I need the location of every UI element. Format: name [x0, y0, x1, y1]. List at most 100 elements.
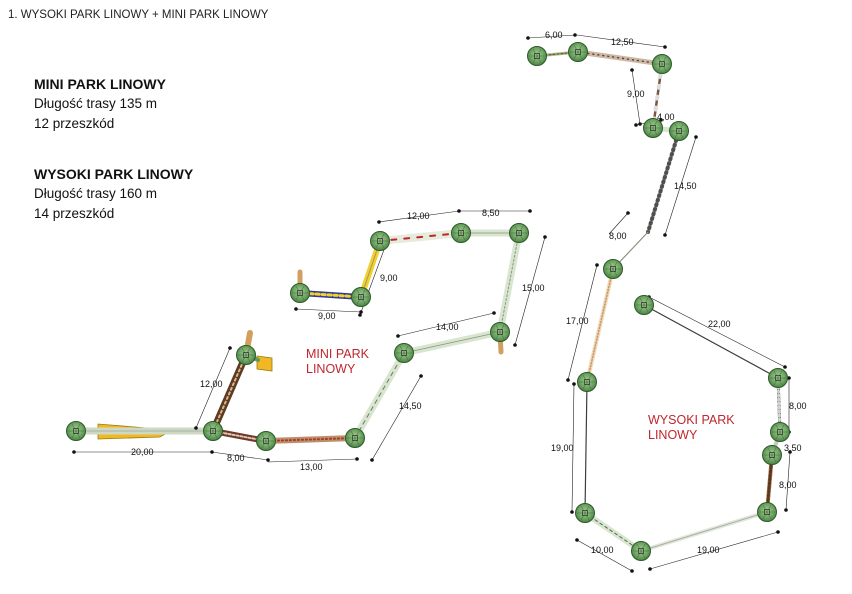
- tree-icon: [603, 259, 623, 279]
- page-title: 1. WYSOKI PARK LINOWY + MINI PARK LINOWY: [8, 9, 269, 21]
- dimension-dot: [359, 310, 363, 314]
- tree-icon: [509, 223, 529, 243]
- dim-17: 17,00: [566, 316, 589, 326]
- dimension-dot: [370, 458, 374, 462]
- dimension-dot: [266, 458, 270, 462]
- dim-20: 20,00: [131, 447, 154, 457]
- wysoki-park-label-line1: WYSOKI PARK: [648, 413, 735, 427]
- tree-icon: [768, 368, 788, 388]
- dimension-dot: [572, 382, 576, 386]
- tree-icon: [370, 231, 390, 251]
- dim-12-50: 12,50: [611, 37, 634, 47]
- tree-icon: [490, 322, 510, 342]
- dimension-dot: [194, 426, 198, 430]
- dimension-dot: [358, 313, 362, 317]
- dim-10: 10,00: [591, 545, 614, 555]
- wysoki-park-label-line2: LINOWY: [648, 428, 698, 442]
- dimension-dot: [630, 569, 634, 573]
- dim-9-wysoki: 9,00: [627, 89, 645, 99]
- wysoki-park-length: Długość trasy 160 m: [34, 186, 158, 201]
- dimension-dot: [526, 36, 530, 40]
- dim-14: 14,00: [436, 322, 459, 332]
- dimension-dot: [788, 450, 792, 454]
- dimension-dot: [659, 118, 663, 122]
- dimension-dot: [626, 211, 630, 215]
- dimension-dot: [294, 307, 298, 311]
- dim-12-branch: 12,00: [200, 379, 223, 389]
- dimension-dots: [72, 33, 792, 573]
- dim-15: 15,00: [522, 283, 545, 293]
- mini-park-info: MINI PARK LINOWY Długość trasy 135 m 12 …: [34, 74, 166, 134]
- dimension-dot: [787, 376, 791, 380]
- tree-icon: [762, 445, 782, 465]
- dimension-dot: [396, 334, 400, 338]
- tree-icon: [236, 345, 256, 365]
- dimension-dot: [663, 233, 667, 237]
- mini-park-length: Długość trasy 135 m: [34, 96, 158, 111]
- dim-6: 6,00: [545, 30, 563, 40]
- tree-icon: [290, 283, 310, 303]
- tree-icon: [770, 422, 790, 442]
- dimension-dot: [595, 263, 599, 267]
- dimension-dot: [513, 343, 517, 347]
- tree-icon: [394, 343, 414, 363]
- dimension-dot: [783, 365, 787, 369]
- dim-22: 22,00: [708, 319, 731, 329]
- dimension-labels: 20,00 8,00 13,00 12,00 14,50 14,00 15,00…: [131, 30, 807, 555]
- dimension-dot: [776, 530, 780, 534]
- mini-park-label-line1: MINI PARK: [306, 347, 370, 361]
- wysoki-park-map-label: WYSOKI PARK LINOWY: [648, 413, 735, 442]
- dimension-dot: [573, 33, 577, 37]
- wysoki-park-info: WYSOKI PARK LINOWY Długość trasy 160 m 1…: [34, 164, 193, 224]
- dim-8-right: 8,00: [789, 401, 807, 411]
- dim-8-50: 8,50: [482, 208, 500, 218]
- dimension-dot: [630, 68, 634, 72]
- tree-icon: [577, 372, 597, 392]
- tree-icon: [575, 503, 595, 523]
- dimension-dot: [784, 508, 788, 512]
- tree-icon: [634, 295, 654, 315]
- dimension-lines: [74, 34, 791, 572]
- dimension-dot: [228, 346, 232, 350]
- dim-13: 13,00: [300, 462, 323, 472]
- mini-park-label-line2: LINOWY: [306, 362, 356, 376]
- dim-19-bottom: 19,00: [697, 545, 720, 555]
- mini-park-obstacles: 12 przeszkód: [34, 116, 115, 131]
- dimension-dot: [575, 538, 579, 542]
- dimension-dot: [648, 567, 652, 571]
- dimension-dot: [566, 378, 570, 382]
- platform-yellow: [256, 355, 273, 372]
- tree-icon: [351, 287, 371, 307]
- tree-icon: [669, 121, 689, 141]
- tree-icon: [643, 118, 663, 138]
- dim-14-50-mini: 14,50: [399, 401, 422, 411]
- dim-8-lower-right: 8,00: [779, 480, 797, 490]
- dim-4: 4,00: [657, 112, 675, 122]
- tree-icon: [652, 54, 672, 74]
- dim-19-left: 19,00: [551, 443, 574, 453]
- dimension-dot: [72, 450, 76, 454]
- dimension-dot: [634, 123, 638, 127]
- dimension-dot: [694, 135, 698, 139]
- trees: [66, 42, 790, 561]
- tree-icon: [527, 46, 547, 66]
- dimension-dot: [210, 450, 214, 454]
- mini-park-map-label: MINI PARK LINOWY: [306, 347, 370, 376]
- dimension-dot: [457, 209, 461, 213]
- tree-icon: [568, 42, 588, 62]
- tree-icon: [631, 541, 651, 561]
- mini-park-walkways: [72, 229, 523, 444]
- dim-14-50-wysoki: 14,50: [674, 181, 697, 191]
- dim-9-vertical: 9,00: [380, 273, 398, 283]
- tree-icon: [451, 223, 471, 243]
- dimension-dot: [663, 45, 667, 49]
- tree-icon: [66, 421, 86, 441]
- dim-9-horizontal: 9,00: [318, 311, 336, 321]
- dim-3-50: 3,50: [784, 443, 802, 453]
- dimension-dot: [419, 374, 423, 378]
- tree-icon: [345, 428, 365, 448]
- dimension-dot: [528, 209, 532, 213]
- tree-icon: [757, 502, 777, 522]
- dimension-dot: [377, 220, 381, 224]
